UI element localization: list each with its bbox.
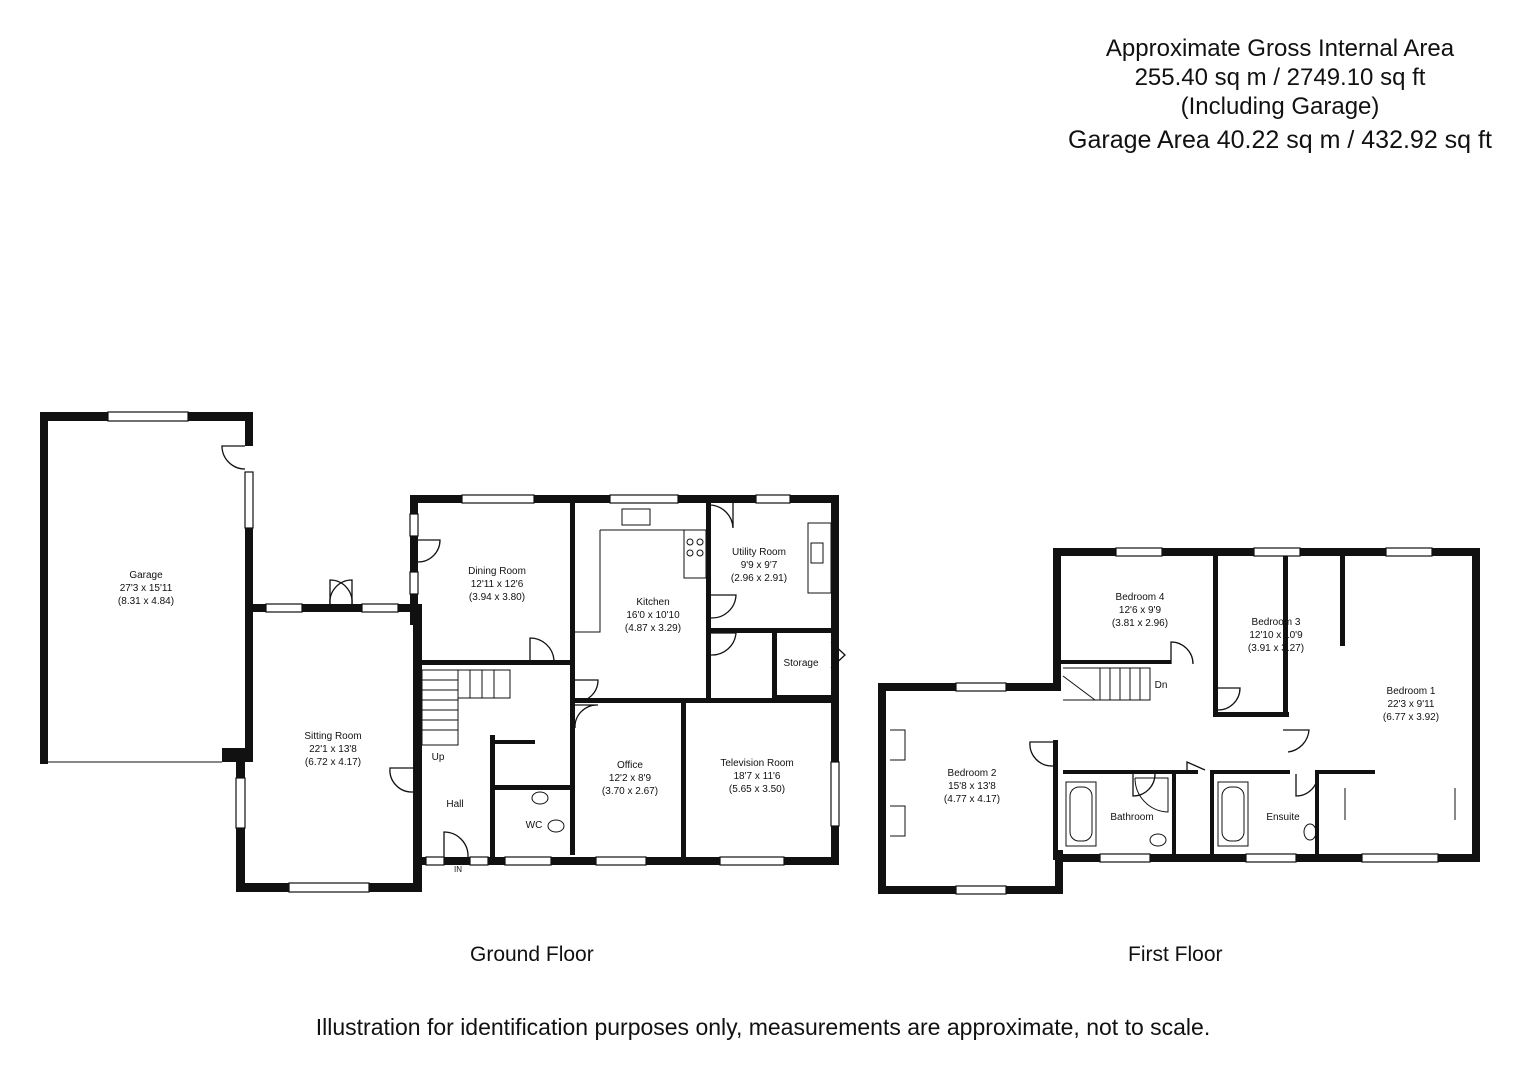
ensuite-name: Ensuite <box>1266 812 1300 823</box>
kitchen-name: Kitchen <box>636 597 669 608</box>
kitchen-imperial: 16'0 x 10'10 <box>626 610 680 621</box>
bedroom-1-imperial: 22'3 x 9'11 <box>1387 699 1434 710</box>
stairs-up-label: Up <box>432 752 445 763</box>
bedroom-3-imperial: 12'10 x 10'9 <box>1249 630 1303 641</box>
windows <box>107 411 1439 895</box>
area-title: Approximate Gross Internal Area <box>1105 35 1455 62</box>
bedroom-1-metric: (6.77 x 3.92) <box>1383 712 1439 723</box>
office-imperial: 12'2 x 8'9 <box>609 773 652 784</box>
sitting-room-imperial: 22'1 x 13'8 <box>309 744 357 755</box>
bedroom-1-name: Bedroom 1 <box>1387 686 1436 697</box>
bedroom-2-name: Bedroom 2 <box>948 768 997 779</box>
television-room-name: Television Room <box>720 758 793 769</box>
door-swings <box>221 445 1319 858</box>
garage-area: Garage Area 40.22 sq m / 432.92 sq ft <box>1068 126 1492 154</box>
television-room-metric: (5.65 x 3.50) <box>729 784 785 795</box>
area-summary: Approximate Gross Internal Area 255.40 s… <box>1040 34 1520 155</box>
storage-name: Storage <box>783 658 818 669</box>
stairs-down-label: Dn <box>1155 680 1168 691</box>
utility-room-imperial: 9'9 x 9'7 <box>741 560 778 571</box>
disclaimer: Illustration for identification purposes… <box>315 1014 1211 1040</box>
area-total: 255.40 sq m / 2749.10 sq ft <box>1134 64 1426 91</box>
sitting-room-name: Sitting Room <box>304 731 361 742</box>
dining-room-imperial: 12'11 x 12'6 <box>471 579 524 590</box>
dining-room-metric: (3.94 x 3.80) <box>469 592 525 603</box>
garage-name: Garage <box>129 570 163 581</box>
ground-floor-label: Ground Floor <box>470 943 594 966</box>
first-floor-label: First Floor <box>1128 943 1223 966</box>
bedroom-3-metric: (3.91 x 3.27) <box>1248 643 1304 654</box>
bedroom-2-imperial: 15'8 x 13'8 <box>948 781 996 792</box>
bedroom-4-imperial: 12'6 x 9'9 <box>1119 605 1162 616</box>
sitting-room-metric: (6.72 x 4.17) <box>305 757 361 768</box>
wc-name: WC <box>526 820 543 831</box>
office-name: Office <box>617 760 643 771</box>
bedroom-2-metric: (4.77 x 4.17) <box>944 794 1000 805</box>
bedroom-4-metric: (3.81 x 2.96) <box>1112 618 1168 629</box>
office-metric: (3.70 x 2.67) <box>602 786 658 797</box>
hall-name: Hall <box>446 799 463 810</box>
utility-room-name: Utility Room <box>732 547 786 558</box>
utility-room-metric: (2.96 x 2.91) <box>731 573 787 584</box>
dining-room-name: Dining Room <box>468 566 526 577</box>
garage-metric: (8.31 x 4.84) <box>118 596 174 607</box>
garage-imperial: 27'3 x 15'11 <box>120 583 173 594</box>
kitchen-metric: (4.87 x 3.29) <box>625 623 681 634</box>
stairs <box>421 667 1151 746</box>
entrance-label: IN <box>454 865 462 874</box>
television-room-imperial: 18'7 x 11'6 <box>733 771 780 782</box>
fixtures <box>531 508 1456 847</box>
area-note: (Including Garage) <box>1180 93 1380 120</box>
bedroom-3-name: Bedroom 3 <box>1252 617 1301 628</box>
bathroom-name: Bathroom <box>1110 812 1153 823</box>
bedroom-4-name: Bedroom 4 <box>1116 592 1165 603</box>
